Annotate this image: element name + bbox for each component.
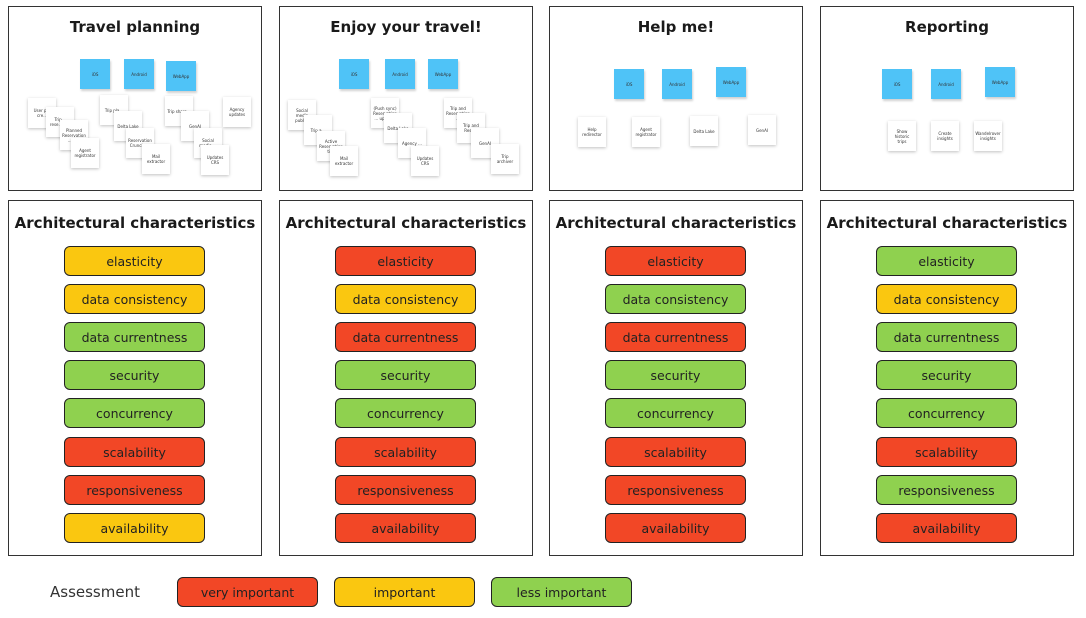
rating-elasticity: elasticity: [335, 246, 476, 276]
rating-availability: availability: [876, 513, 1017, 543]
rating-availability: availability: [605, 513, 746, 543]
rating-data-consistency: data consistency: [64, 284, 205, 314]
rating-data-consistency: data consistency: [605, 284, 746, 314]
legend-important: important: [334, 577, 475, 607]
rating-data-consistency: data consistency: [876, 284, 1017, 314]
sticky-note: Android: [931, 69, 961, 99]
sticky-note: Create insights: [931, 121, 959, 151]
sticky-note: WebApp: [716, 67, 746, 97]
legend-very-important: very important: [177, 577, 318, 607]
box-title: Enjoy your travel!: [330, 18, 482, 36]
rating-concurrency: concurrency: [335, 398, 476, 428]
sticky-note: Mail extractor: [142, 144, 170, 174]
sticky-note: Agent registrator: [71, 138, 99, 168]
sticky-note: Android: [385, 59, 415, 89]
arch-title: Architectural characteristics: [14, 214, 256, 232]
rating-responsiveness: responsiveness: [605, 475, 746, 505]
rating-concurrency: concurrency: [876, 398, 1017, 428]
sticky-note: Show historic trips: [888, 121, 916, 151]
sticky-note: WebApp: [166, 61, 196, 91]
box-help-me: Help me! iOS Android WebApp Help redirec…: [549, 6, 803, 191]
rating-concurrency: concurrency: [605, 398, 746, 428]
rating-scalability: scalability: [876, 437, 1017, 467]
arch-box-travel-planning: Architectural characteristics elasticity…: [8, 200, 262, 556]
sticky-note: GenAI: [748, 115, 776, 145]
sticky-note: Agent registrator: [632, 117, 660, 147]
rating-availability: availability: [335, 513, 476, 543]
box-title: Travel planning: [69, 18, 201, 36]
arch-title: Architectural characteristics: [285, 214, 527, 232]
sticky-note: iOS: [80, 59, 110, 89]
legend-less-important: less important: [491, 577, 632, 607]
arch-box-help-me: Architectural characteristics elasticity…: [549, 200, 803, 556]
rating-elasticity: elasticity: [605, 246, 746, 276]
sticky-note: Mail extractor: [330, 146, 358, 176]
rating-data-consistency: data consistency: [335, 284, 476, 314]
sticky-note: Updates CRS: [201, 145, 229, 175]
box-title: Help me!: [637, 18, 715, 36]
rating-responsiveness: responsiveness: [876, 475, 1017, 505]
sticky-note: Help redirector: [578, 117, 606, 147]
sticky-note: Trip archiver: [491, 144, 519, 174]
box-travel-planning: Travel planning iOS Android WebApp User …: [8, 6, 262, 191]
rating-data-currentness: data currentness: [876, 322, 1017, 352]
box-reporting: Reporting iOS Android WebApp Show histor…: [820, 6, 1074, 191]
rating-elasticity: elasticity: [64, 246, 205, 276]
rating-scalability: scalability: [335, 437, 476, 467]
legend-label: Assessment: [50, 583, 140, 601]
rating-concurrency: concurrency: [64, 398, 205, 428]
arch-box-enjoy-your-travel: Architectural characteristics elasticity…: [279, 200, 533, 556]
arch-title: Architectural characteristics: [826, 214, 1068, 232]
rating-elasticity: elasticity: [876, 246, 1017, 276]
sticky-note: WebApp: [428, 59, 458, 89]
sticky-note: Agency updates: [223, 97, 251, 127]
box-enjoy-your-travel: Enjoy your travel! iOS Android WebApp So…: [279, 6, 533, 191]
sticky-note: Wandelrover insights: [974, 121, 1002, 151]
sticky-note: iOS: [339, 59, 369, 89]
arch-box-reporting: Architectural characteristics elasticity…: [820, 200, 1074, 556]
rating-data-currentness: data currentness: [64, 322, 205, 352]
rating-security: security: [64, 360, 205, 390]
rating-scalability: scalability: [605, 437, 746, 467]
sticky-note: iOS: [882, 69, 912, 99]
rating-data-currentness: data currentness: [335, 322, 476, 352]
box-title: Reporting: [905, 18, 989, 36]
rating-security: security: [605, 360, 746, 390]
rating-data-currentness: data currentness: [605, 322, 746, 352]
sticky-note: Updates CRS: [411, 146, 439, 176]
sticky-note: Android: [662, 69, 692, 99]
rating-availability: availability: [64, 513, 205, 543]
rating-security: security: [876, 360, 1017, 390]
rating-responsiveness: responsiveness: [64, 475, 205, 505]
rating-security: security: [335, 360, 476, 390]
arch-title: Architectural characteristics: [555, 214, 797, 232]
sticky-note: iOS: [614, 69, 644, 99]
sticky-note: Delta Lake: [690, 116, 718, 146]
sticky-note: WebApp: [985, 67, 1015, 97]
rating-responsiveness: responsiveness: [335, 475, 476, 505]
rating-scalability: scalability: [64, 437, 205, 467]
sticky-note: Android: [124, 59, 154, 89]
